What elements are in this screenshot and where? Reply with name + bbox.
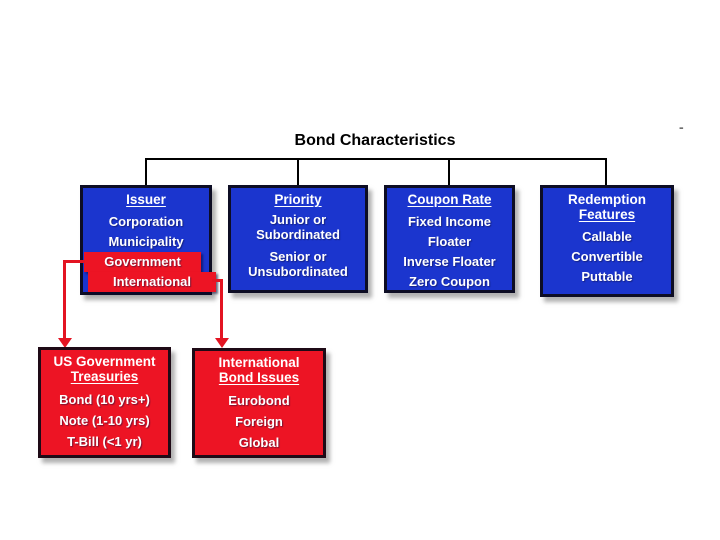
international-bonds-title-line1: International (218, 355, 300, 370)
tree-connector-drop-issuer (145, 158, 147, 187)
priority-item-senior-unsubordinated: Senior or Unsubordinated (248, 249, 348, 279)
redemption-item-puttable: Puttable (581, 269, 633, 284)
issuer-box-title: Issuer (126, 192, 166, 207)
coupon-item-floater: Floater (427, 234, 472, 249)
coupon-item-fixed-income: Fixed Income (407, 214, 492, 229)
coupon-rate-box: Coupon Rate Fixed Income Floater Inverse… (384, 185, 515, 293)
tree-connector-drop-redemption (605, 158, 607, 187)
us-government-treasuries-box: US Government Treasuries Bond (10 yrs+) … (38, 347, 171, 458)
redemption-box-title-line2: Features (578, 207, 636, 222)
international-item-foreign: Foreign (235, 414, 283, 429)
international-item-eurobond: Eurobond (228, 393, 290, 408)
tree-connector-horizontal (146, 158, 607, 160)
issuer-item-corporation: Corporation (108, 214, 184, 229)
international-arrowhead-down-icon (215, 338, 229, 348)
issuer-item-international: International (88, 272, 216, 292)
us-treasuries-item-note: Note (1-10 yrs) (59, 413, 150, 428)
priority-box: Priority Junior or Subordinated Senior o… (228, 185, 368, 293)
us-treasuries-title-line1: US Government (53, 354, 156, 369)
redemption-item-callable: Callable (582, 229, 632, 244)
government-arrow-horizontal (63, 260, 85, 263)
redemption-features-box: Redemption Features Callable Convertible… (540, 185, 674, 297)
issuer-item-municipality: Municipality (108, 234, 184, 249)
us-treasuries-title-line2: Treasuries (70, 369, 139, 384)
issuer-box: Issuer Corporation Municipality Governme… (80, 185, 216, 295)
us-treasuries-item-bond: Bond (10 yrs+) (59, 392, 150, 407)
international-bonds-title-line2: Bond Issues (218, 370, 300, 385)
priority-box-title: Priority (274, 192, 322, 207)
international-bond-issues-box: International Bond Issues Eurobond Forei… (192, 348, 326, 458)
tree-connector-drop-coupon-rate (448, 158, 450, 187)
issuer-item-government: Government (84, 252, 201, 272)
international-arrow-horizontal (212, 279, 223, 282)
stray-mark: - (679, 119, 684, 135)
priority-item-junior-subordinated: Junior or Subordinated (256, 212, 340, 242)
international-arrow-vertical (220, 279, 223, 339)
diagram-title: Bond Characteristics (294, 132, 456, 149)
coupon-item-zero-coupon: Zero Coupon (409, 274, 490, 289)
tree-connector-drop-priority (297, 158, 299, 187)
government-arrow-vertical (63, 260, 66, 339)
international-item-global: Global (238, 435, 280, 450)
redemption-box-title-line1: Redemption (567, 192, 646, 207)
us-treasuries-item-tbill: T-Bill (<1 yr) (67, 434, 142, 449)
coupon-item-inverse-floater: Inverse Floater (403, 254, 496, 269)
redemption-item-convertible: Convertible (571, 249, 643, 264)
coupon-rate-box-title: Coupon Rate (407, 192, 492, 207)
government-arrowhead-down-icon (58, 338, 72, 348)
